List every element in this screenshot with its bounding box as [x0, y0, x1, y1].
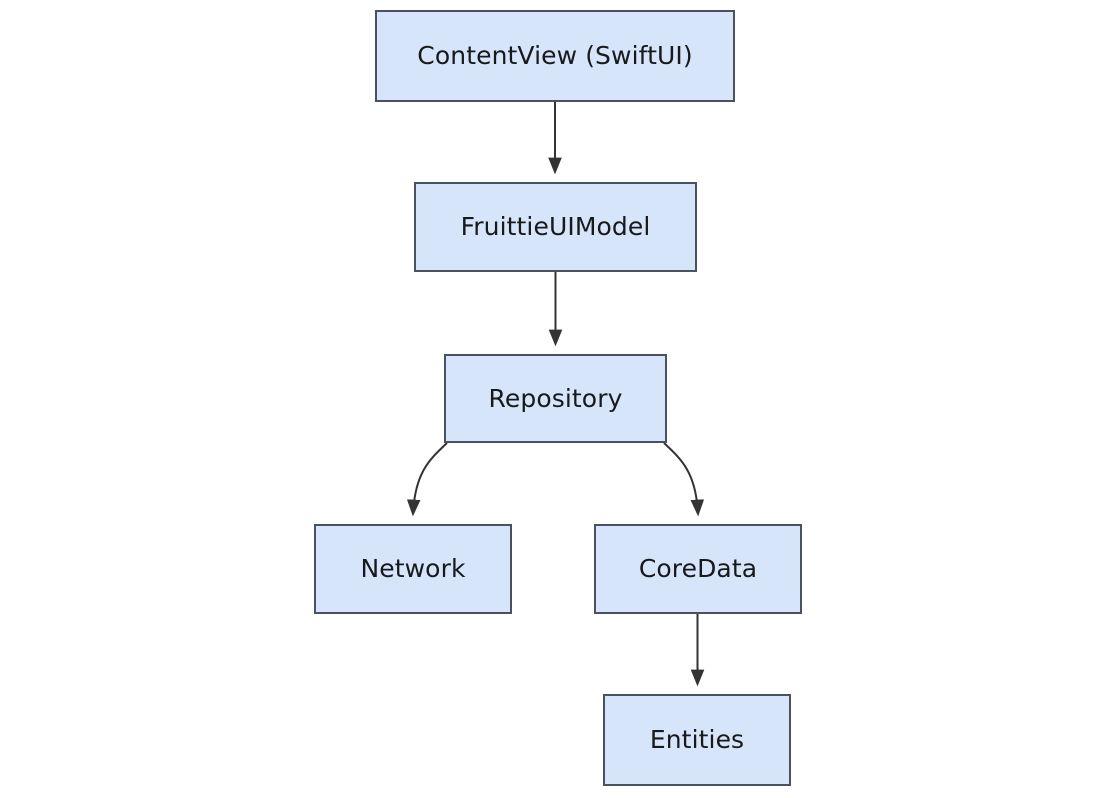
node-contentview[interactable]: ContentView (SwiftUI) [375, 10, 735, 102]
edge-repository-to-network [406, 442, 448, 517]
node-repository-label: Repository [488, 383, 623, 413]
node-entities-label: Entities [649, 725, 745, 754]
node-coredata-label: CoreData [638, 554, 758, 583]
node-fruittieuimodel-label: FruittieUIModel [460, 212, 651, 241]
node-entities[interactable]: Entities [603, 694, 791, 786]
edge-repository-to-coredata [663, 442, 705, 517]
node-network[interactable]: Network [314, 524, 512, 614]
node-repository[interactable]: Repository [444, 354, 667, 443]
node-coredata[interactable]: CoreData [594, 524, 802, 614]
node-fruittieuimodel[interactable]: FruittieUIModel [414, 182, 697, 272]
node-contentview-label: ContentView (SwiftUI) [417, 41, 693, 70]
node-network-label: Network [360, 554, 466, 583]
